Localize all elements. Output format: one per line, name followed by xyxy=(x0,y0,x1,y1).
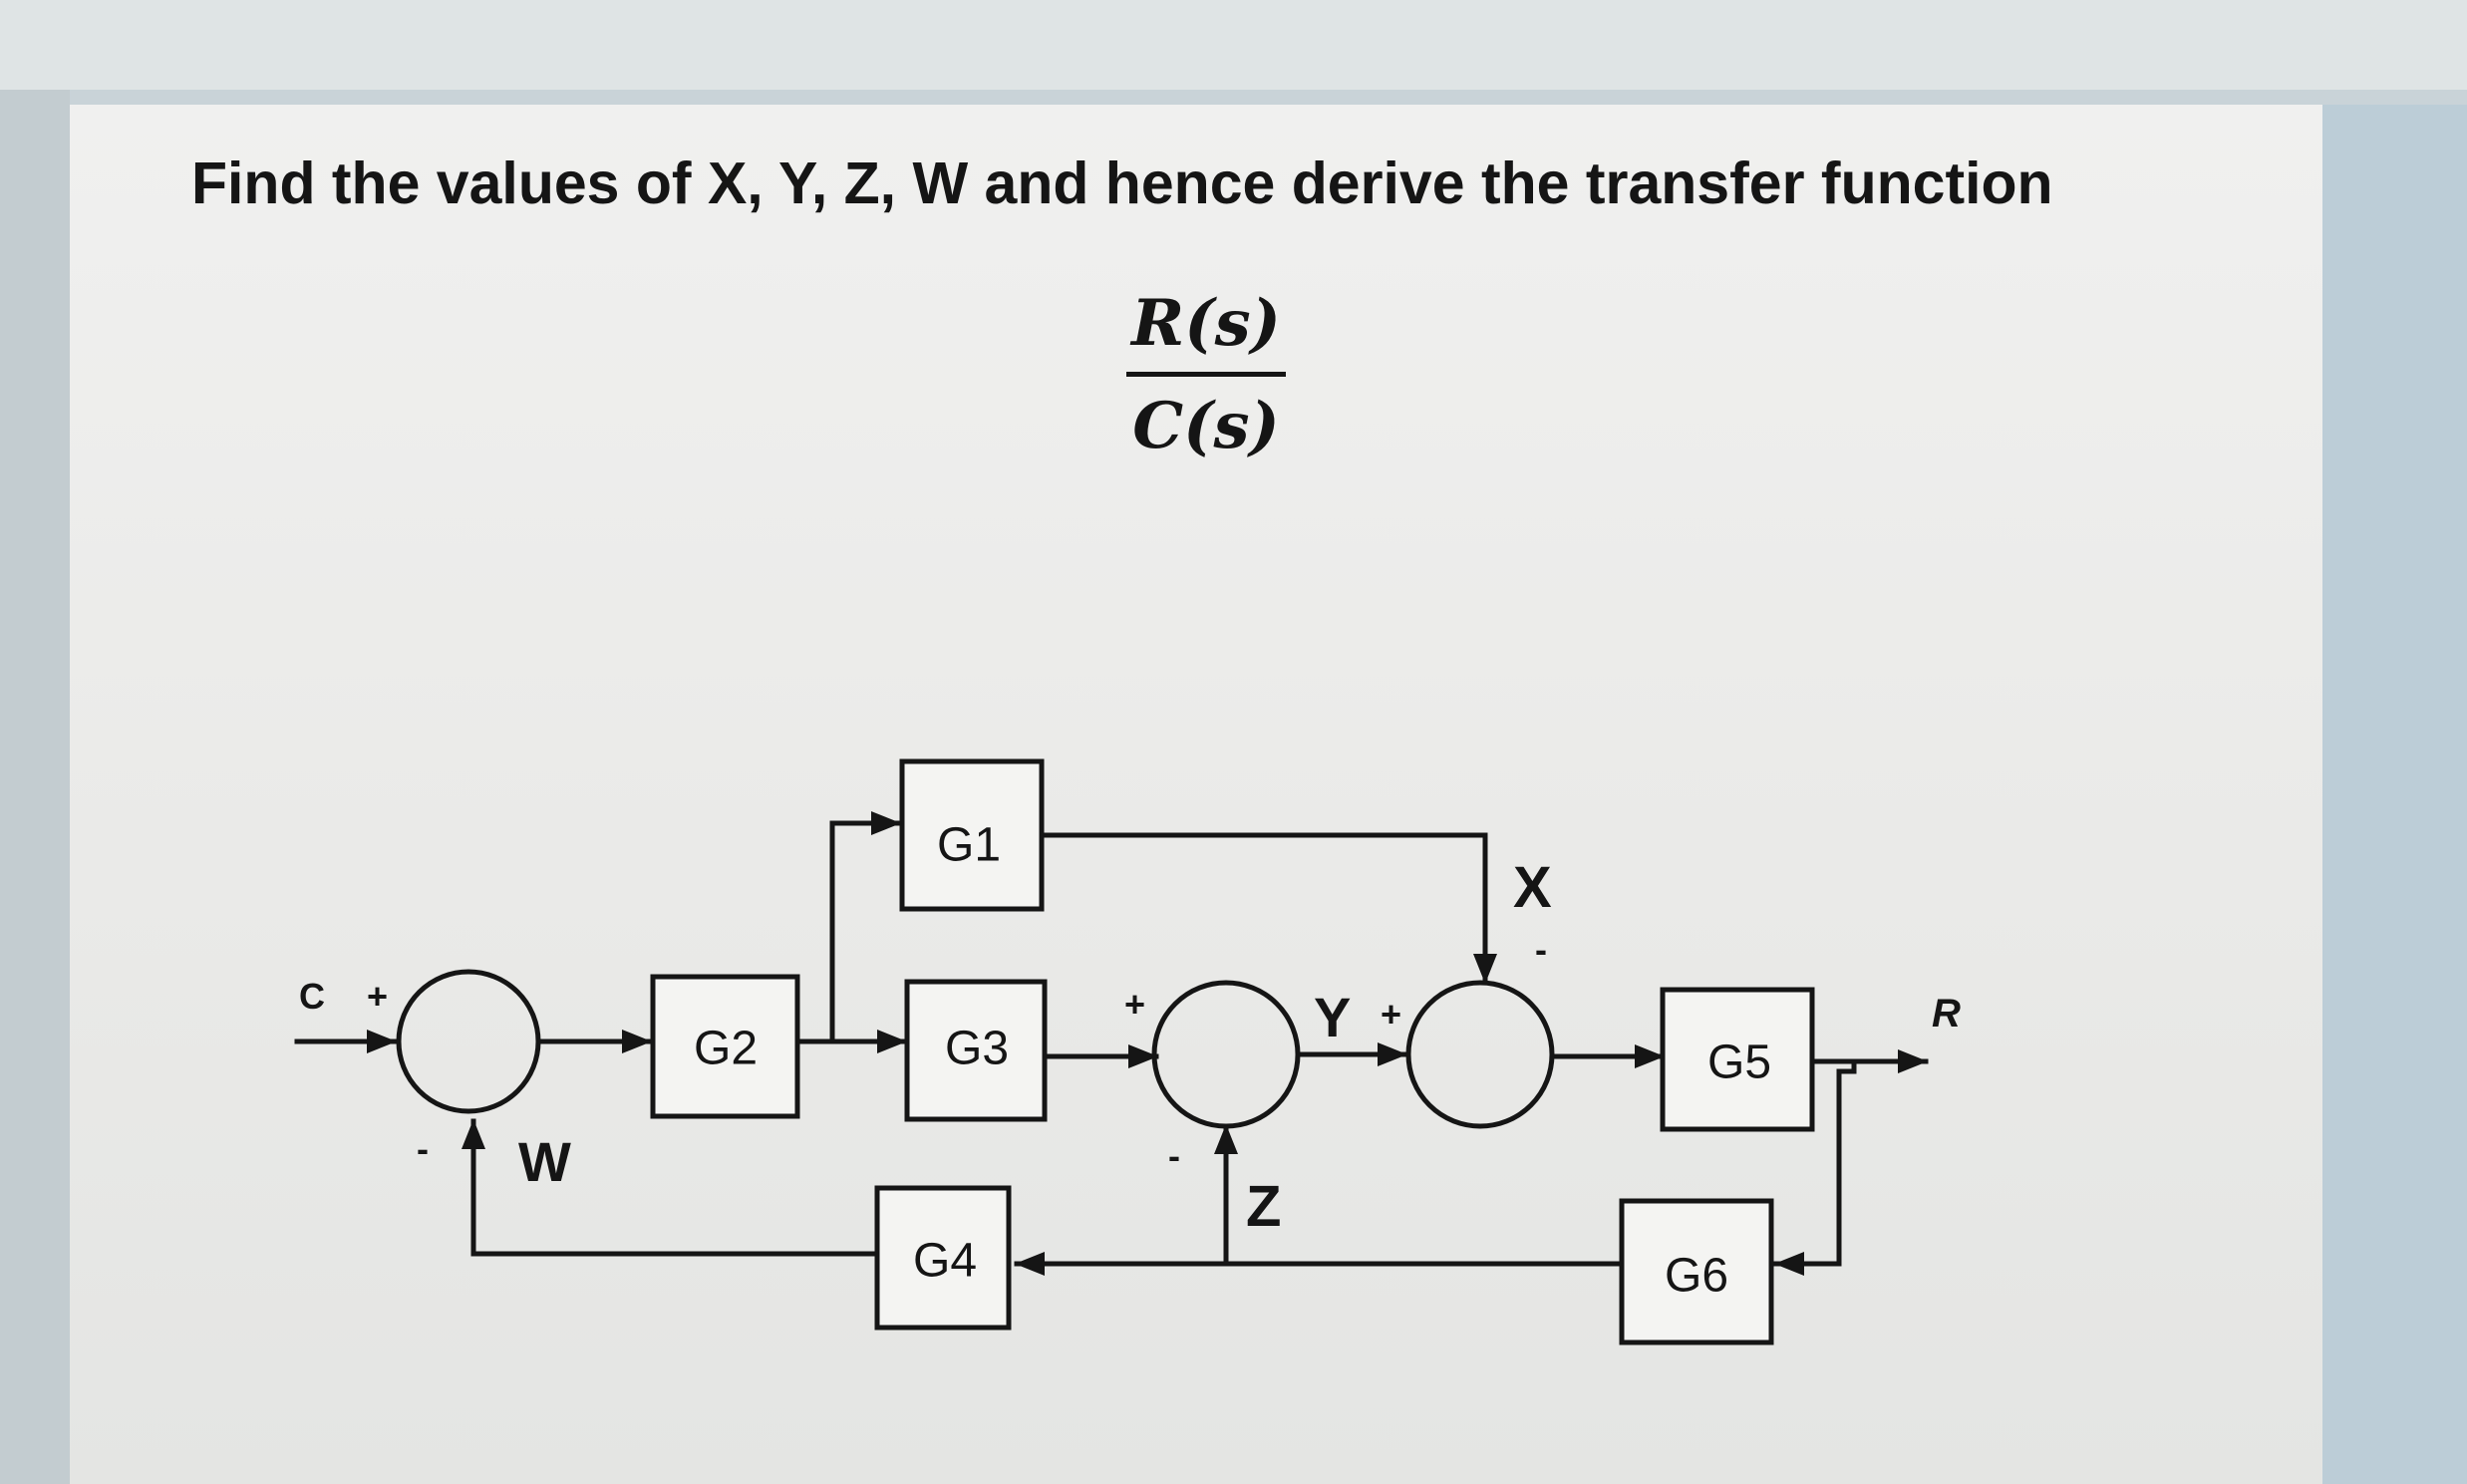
sign-sum3-minus: - xyxy=(1535,929,1547,970)
question-text: Find the values of X, Y, Z, W and hence … xyxy=(191,150,2053,216)
block-g1-label: G1 xyxy=(937,819,1001,872)
monitor-top-edge xyxy=(0,0,2467,90)
block-g4-label: G4 xyxy=(913,1235,977,1288)
signal-label-x: X xyxy=(1513,855,1552,920)
block-g6-label: G6 xyxy=(1665,1250,1728,1303)
output-label-r: R xyxy=(1932,992,1961,1036)
block-g4 xyxy=(874,1185,1012,1331)
wire-branch-g1 xyxy=(829,811,902,1044)
document-sheet xyxy=(70,105,2322,1484)
block-g5 xyxy=(1660,987,1815,1132)
sign-sum1-minus: - xyxy=(417,1128,429,1169)
monitor-left-edge xyxy=(0,90,70,1484)
block-g5-label: G5 xyxy=(1707,1037,1771,1089)
transfer-function: R(s) C(s) xyxy=(1126,284,1286,466)
sign-sum2-plus: + xyxy=(1124,984,1145,1025)
wire-output-g6 xyxy=(1773,1058,1857,1276)
wire-g4-w xyxy=(462,1118,880,1257)
block-g6 xyxy=(1619,1198,1774,1345)
sign-sum3-plus: + xyxy=(1381,994,1401,1035)
input-label-c: C xyxy=(299,976,325,1017)
summing-junction-3 xyxy=(1405,980,1555,1129)
signal-label-y: Y xyxy=(1314,986,1351,1048)
summing-junction-1 xyxy=(396,969,541,1114)
transfer-function-denominator: C(s) xyxy=(1132,389,1280,463)
wire-g1-sum3 xyxy=(1041,832,1497,985)
signal-label-w: W xyxy=(518,1130,571,1193)
transfer-function-numerator: R(s) xyxy=(1131,286,1281,361)
block-g2 xyxy=(650,974,800,1119)
sign-sum1-plus: + xyxy=(367,976,388,1017)
window-right-border xyxy=(2322,105,2467,1484)
fraction-bar xyxy=(1126,372,1286,377)
block-g3 xyxy=(904,979,1048,1122)
block-g3-label: G3 xyxy=(945,1023,1009,1075)
block-g2-label: G2 xyxy=(694,1023,758,1075)
sign-sum2-minus: - xyxy=(1168,1135,1180,1176)
block-g1 xyxy=(899,758,1045,912)
signal-label-z: Z xyxy=(1246,1174,1281,1239)
summing-junction-2 xyxy=(1151,980,1301,1129)
